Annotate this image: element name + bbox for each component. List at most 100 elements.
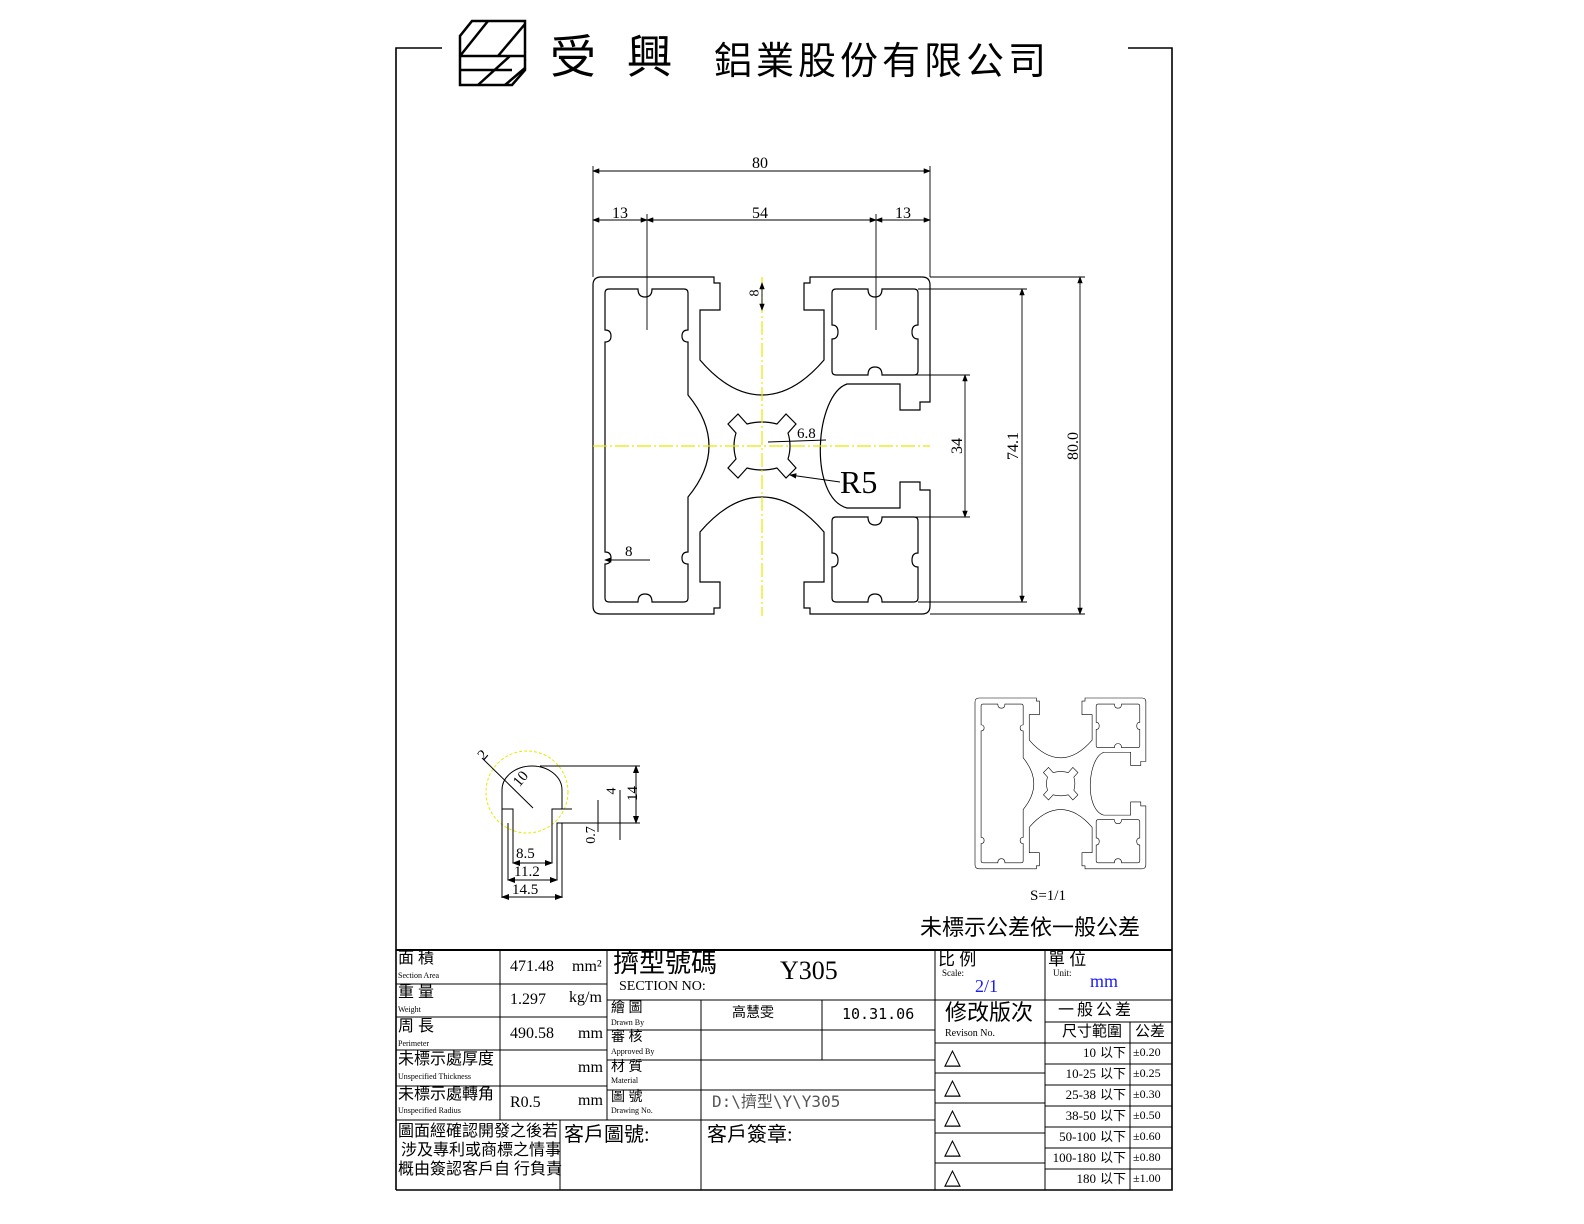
scale-value: 2/1 [975,976,999,996]
main-dimension-lines [592,166,1085,615]
perimeter-label-en: Perimeter [398,1039,430,1048]
tolerance-col-range: 尺寸範圍 [1062,1024,1123,1040]
dim-middle-span: 54 [752,205,768,222]
revision-label-en: Revison No. [945,1028,995,1039]
tolerance-below: 以下 [1100,1171,1127,1186]
radius-label-cn: 未標示處轉角 [398,1086,495,1103]
tolerance-value: ±0.60 [1133,1129,1161,1143]
dim-inner-gap: 6.8 [797,426,816,442]
tolerance-range: 180 [1076,1171,1097,1186]
dim-right-offset: 13 [895,205,911,222]
customer-signature-label: 客戶簽章: [707,1124,793,1146]
dim-gap: 0.7 [583,826,599,844]
tolerance-below: 以下 [1100,1045,1127,1060]
border-frame [395,47,1173,1191]
tolerance-below: 以下 [1100,1129,1127,1144]
area-label-cn: 面 積 [398,950,435,967]
tolerance-below: 以下 [1100,1150,1127,1165]
section-no-label-cn: 擠型號碼 [613,949,718,978]
dim-overall-height: 80.0 [1065,432,1082,460]
revision-mark-icon: △ [944,1104,961,1129]
tolerance-range: 38-50 [1065,1108,1096,1123]
company-name-rest: 鋁業股份有限公司 [714,39,1051,83]
approved-by-label-cn: 審 核 [611,1030,643,1045]
drawing-no-value: D:\擠型\Y\Y305 [712,1092,841,1111]
dim-slot-height: 14 [625,786,641,801]
preview-scale-label: S=1/1 [1030,888,1066,904]
thickness-unit: mm [578,1059,603,1076]
dim-radius: R5 [840,464,878,500]
revision-label-cn: 修改版次 [945,1000,1034,1025]
tolerance-value: ±1.00 [1133,1171,1161,1185]
tolerance-range: 100-180 [1052,1150,1096,1165]
radius-label-en: Unspecified Radius [398,1106,461,1115]
area-unit: mm² [572,958,602,975]
tolerance-value: ±0.25 [1133,1066,1161,1080]
tolerance-value: ±0.20 [1133,1045,1161,1059]
section-no-label-en: SECTION NO: [619,979,706,994]
drawn-date: 10.31.06 [842,1005,915,1023]
scale-label-en: Scale: [942,968,964,978]
tolerance-note: 未標示公差依一般公差 [920,915,1141,940]
notice-line: 圖面經確認開發之後若 [398,1123,559,1140]
revision-mark-icon: △ [944,1134,961,1159]
material-label-cn: 材 質 [611,1060,643,1075]
perimeter-value: 490.58 [510,1025,554,1042]
unit-label-en: Unit: [1053,968,1072,978]
tolerance-col-tol: 公差 [1135,1024,1166,1040]
dim-overall-width: 80 [752,155,768,172]
general-tolerance-title: 一般公差 [1058,1002,1135,1019]
company-logo-icon [458,19,527,87]
bottom-right-cavity [831,516,919,603]
revision-mark-icon: △ [944,1044,961,1069]
tolerance-range: 25-38 [1065,1087,1096,1102]
dim-inner-height: 74.1 [1005,432,1022,460]
profile-outline [592,276,931,615]
unit-label-cn: 單 位 [1048,950,1087,969]
weight-unit: kg/m [569,989,602,1006]
drawing-no-label-en: Drawing No. [611,1106,653,1115]
revision-mark-icon: △ [944,1074,961,1099]
tolerance-below: 以下 [1100,1087,1127,1102]
customer-drawing-no-label: 客戶圖號: [564,1124,650,1146]
slot-detail-view [481,750,640,900]
tolerance-range: 50-100 [1059,1129,1096,1144]
scale-label-cn: 比 例 [938,950,977,969]
approved-by-label-en: Approved By [611,1047,655,1056]
section-no-value: Y305 [780,956,838,985]
drawing-no-label-cn: 圖 號 [611,1090,643,1105]
perimeter-label-cn: 周 長 [398,1018,435,1035]
notice-line: 概由簽認客戶自 行負責 [398,1161,563,1178]
weight-label-cn: 重 量 [398,984,435,1001]
left-cavity [604,288,710,603]
unit-value: mm [1090,971,1119,991]
center-bore [727,413,797,479]
revision-mark-icon: △ [944,1164,961,1189]
weight-label-en: Weight [398,1005,421,1014]
tolerance-below: 以下 [1100,1066,1127,1081]
drawn-by-label-cn: 繪 圖 [611,1001,643,1016]
dim-left-offset: 13 [612,205,628,222]
tolerance-value: ±0.30 [1133,1087,1161,1101]
dim-slot-depth: 8 [747,289,763,297]
drawn-by-name: 高慧雯 [732,1006,774,1021]
radius-unit: mm [578,1092,603,1109]
drawn-by-label-en: Drawn By [611,1018,645,1027]
title-block-grid [396,949,1172,1190]
material-label-en: Material [611,1076,639,1085]
area-label-en: Section Area [398,971,440,980]
tolerance-value: ±0.50 [1133,1108,1161,1122]
thickness-label-en: Unspecified Thickness [398,1072,471,1081]
centerlines [593,277,930,616]
dim-inner-width: 8.5 [516,846,535,862]
tolerance-range: 10 [1083,1045,1096,1060]
area-value: 471.48 [510,958,554,975]
dim-wall-notch: 8 [625,544,633,560]
dim-mid-width: 11.2 [514,864,540,880]
company-name-large: 受 興 [550,30,681,84]
tolerance-range: 10-25 [1065,1066,1096,1081]
dim-right-channel: 34 [949,438,966,454]
notice-line: 涉及專利或商標之情事 [401,1142,562,1159]
weight-value: 1.297 [510,991,546,1008]
